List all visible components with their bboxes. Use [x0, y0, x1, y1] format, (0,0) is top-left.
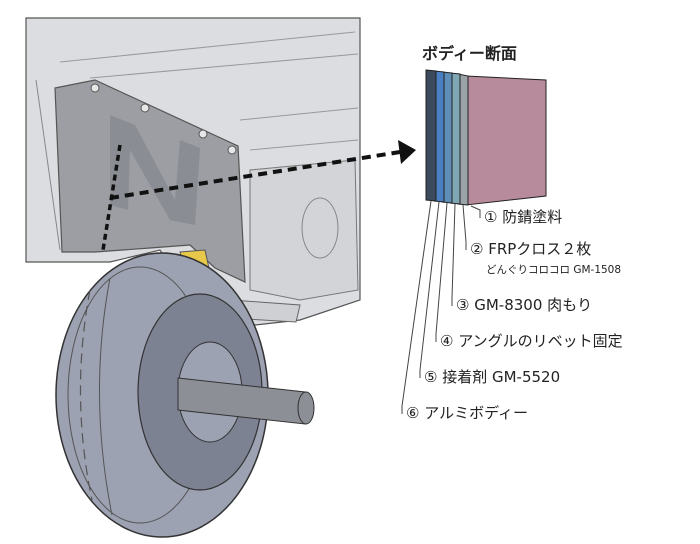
layer-label-4: ④ アングルのリベット固定: [440, 332, 623, 350]
layer-label-6: ⑥ アルミボディー: [406, 404, 529, 422]
leader-lines: [401, 200, 481, 414]
leader-line-4: [435, 202, 448, 342]
section-layer-1: [465, 75, 547, 206]
cross-section: [425, 69, 547, 206]
leader-line-1: [470, 205, 481, 218]
roof-rib: [89, 53, 359, 79]
rivet: [90, 83, 100, 93]
rivet: [140, 103, 150, 113]
rivet: [198, 129, 208, 139]
n-shape-marking: [110, 115, 200, 225]
layer-label-1: ① 防錆塗料: [484, 208, 563, 226]
callout-arrow-line: [109, 150, 401, 200]
rivet: [227, 145, 237, 155]
axle-end: [297, 391, 315, 425]
roof-rib: [59, 31, 356, 63]
leader-line-5: [419, 201, 440, 378]
roof-rib: [239, 107, 359, 121]
roof-rib: [249, 139, 359, 151]
leader-line-3: [451, 203, 456, 306]
section-title: ボディー断面: [422, 44, 517, 63]
layer-label-5: ⑤ 接着剤 GM-5520: [424, 368, 561, 386]
tread-groove: [79, 289, 93, 501]
frame-member: [249, 159, 359, 301]
vehicle-body-illustration: [25, 17, 361, 331]
tread-groove: [99, 277, 113, 516]
frame-hole: [301, 197, 339, 259]
layer-label-2: ② FRPクロス２枚: [470, 240, 592, 258]
tire-illustration: [55, 252, 315, 538]
layer-sublabel-2: どんぐりコロコロ GM-1508: [486, 264, 622, 276]
arrow-head-icon: [398, 140, 416, 164]
layer-label-3: ③ GM-8300 肉もり: [456, 296, 593, 314]
leader-line-6: [401, 200, 432, 414]
leader-line-2: [462, 204, 467, 250]
section-layer-6: [425, 69, 437, 202]
side-wall: [35, 79, 61, 251]
